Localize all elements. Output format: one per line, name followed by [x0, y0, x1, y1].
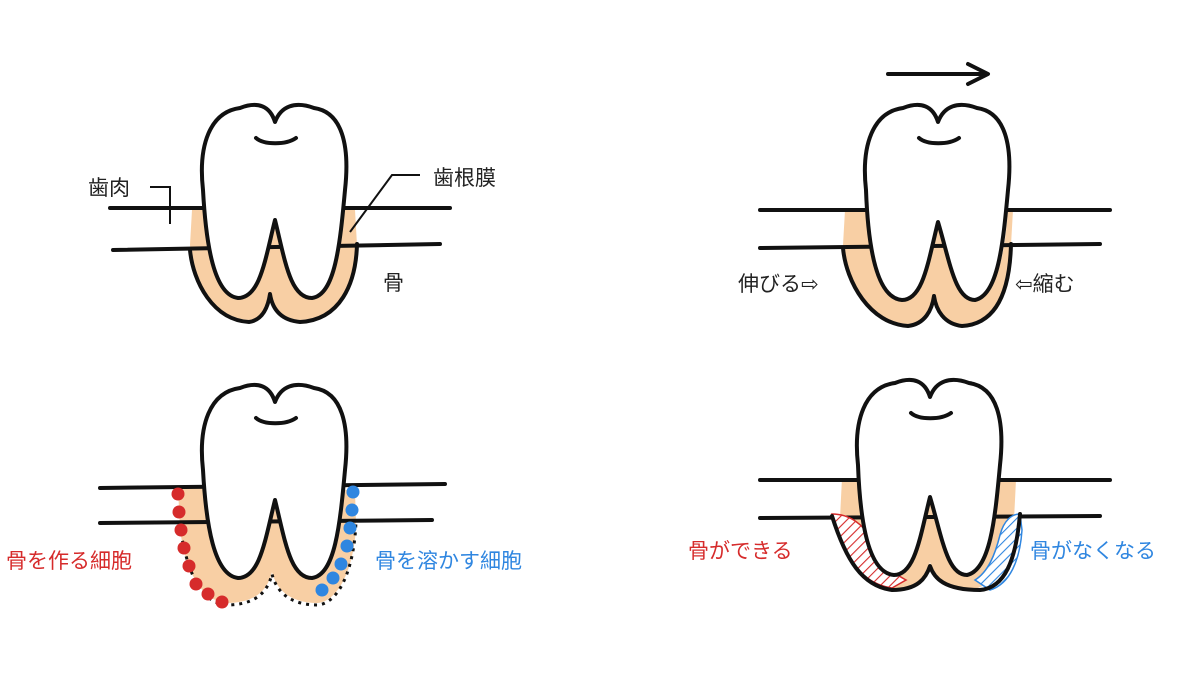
- osteoblast-dot: [189, 577, 203, 591]
- tooth: [199, 102, 349, 300]
- bone-contour: [830, 512, 1022, 592]
- osteoblast-dots: [171, 487, 229, 609]
- bone-line: [758, 514, 1102, 520]
- osteoclast-dots: [315, 485, 360, 597]
- tooth-moved: [854, 377, 1004, 577]
- osteoclast-dot: [334, 557, 348, 571]
- osteoblast-label: 骨を作る細胞: [6, 549, 132, 573]
- tooth: [199, 382, 349, 580]
- bone-lost-label: 骨がなくなる: [1030, 539, 1156, 563]
- tooth-crown-groove: [909, 411, 953, 421]
- gum-label: 歯肉: [88, 176, 130, 200]
- panel-anatomy: 歯肉 歯根膜 骨: [88, 102, 496, 324]
- compress-label: ⇦縮む: [1015, 272, 1075, 296]
- panel-result: 骨ができる 骨がなくなる: [688, 377, 1156, 592]
- osteoblast-dot: [174, 523, 188, 537]
- osteoblast-dot: [215, 595, 229, 609]
- osteoblast-dot: [171, 487, 185, 501]
- osteoclast-dot: [346, 485, 360, 499]
- ligament-leader-line: [349, 174, 420, 233]
- osteoclast-dot: [345, 503, 359, 517]
- bone-line: [111, 242, 442, 252]
- osteoblast-dot: [201, 587, 215, 601]
- osteoclast-dot: [343, 521, 357, 535]
- bone-contour: [841, 242, 1013, 328]
- osteoclast-dot: [340, 539, 354, 553]
- tooth-crown-groove: [917, 136, 961, 146]
- tooth-tilted: [862, 102, 1012, 302]
- osteoblast-dot: [177, 541, 191, 555]
- osteoblast-dot: [182, 559, 196, 573]
- osteoclast-dot: [326, 571, 340, 585]
- gum-leader-line: [150, 186, 171, 224]
- panel-force: 伸びる⇨ ⇦縮む: [738, 62, 1112, 328]
- force-arrow-icon: [886, 62, 990, 86]
- bone-lost-hatched-area: [973, 513, 1023, 591]
- panel-cells: 骨を作る細胞 骨を溶かす細胞: [6, 382, 522, 609]
- tooth-crown-groove: [254, 416, 298, 426]
- stretch-label: 伸びる⇨: [738, 272, 819, 296]
- bone-label: 骨: [383, 271, 404, 295]
- osteoclast-label: 骨を溶かす細胞: [375, 549, 522, 573]
- osteoclast-dot: [315, 583, 329, 597]
- osteoblast-dot: [172, 505, 186, 519]
- tooth-crown-groove: [254, 136, 298, 146]
- bone-contour: [188, 242, 359, 324]
- ligament-label: 歯根膜: [433, 166, 496, 190]
- bone-formed-label: 骨ができる: [688, 539, 793, 563]
